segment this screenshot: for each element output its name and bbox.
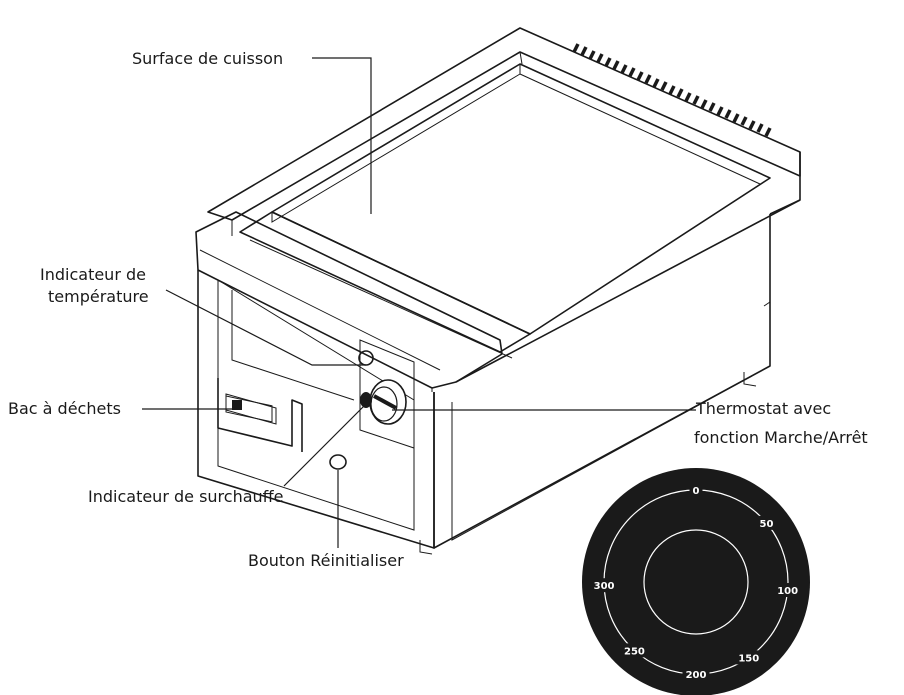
dial-label-200: 200 [686,670,707,681]
leader-lines [142,57,696,548]
side-panel [433,214,771,549]
splash-back-rim [207,27,801,221]
label-temperature-indicator-line1: Indicateur de [40,265,146,284]
label-reset-button: Bouton Réinitialiser [248,551,404,570]
dial-label-100: 100 [777,586,798,597]
dial-label-300: 300 [594,581,615,592]
dial-inner-ring [643,529,749,635]
label-waste-tray: Bac à déchets [8,399,121,418]
thermostat-knob [360,379,407,425]
label-cooking-surface: Surface de cuisson [132,49,283,68]
dial-label-gap [774,583,802,598]
foot-front [419,540,433,555]
label-thermostat-line1: Thermostat avec [695,399,831,418]
dial-label-gap [682,667,710,681]
waste-tray [217,378,303,452]
dial-label-50: 50 [760,519,774,530]
foot-right [743,372,757,387]
dial-label-gap [590,578,618,593]
splash-right-rim [769,152,801,215]
dial-label-gap [735,650,763,665]
dial-background [582,468,810,695]
dial-label-gap [689,483,703,497]
label-overheat-indicator: Indicateur de surchauffe [88,487,284,506]
dial-label-0: 0 [693,486,700,497]
callout-labels: Surface de cuisson Indicateur de tempéra… [8,49,868,570]
thermostat-dial-face: 0 50 100 150 200 250 300 [582,468,810,695]
foot-back [763,301,771,307]
reset-button-shape [329,454,347,470]
tray-handle [232,400,242,410]
dial-label-gap [756,515,777,530]
vent-slots [572,43,772,137]
front-lip [195,211,503,389]
dial-label-150: 150 [738,653,759,664]
dial-label-250: 250 [624,646,645,657]
label-temperature-indicator-line2: température [48,287,149,306]
griddle-illustration [195,27,801,555]
grease-channel [239,211,531,353]
label-thermostat-line2: fonction Marche/Arrêt [694,428,868,447]
dial-label-gap [620,643,648,658]
dial-scale-labels: 0 50 100 150 200 250 300 [590,483,802,681]
